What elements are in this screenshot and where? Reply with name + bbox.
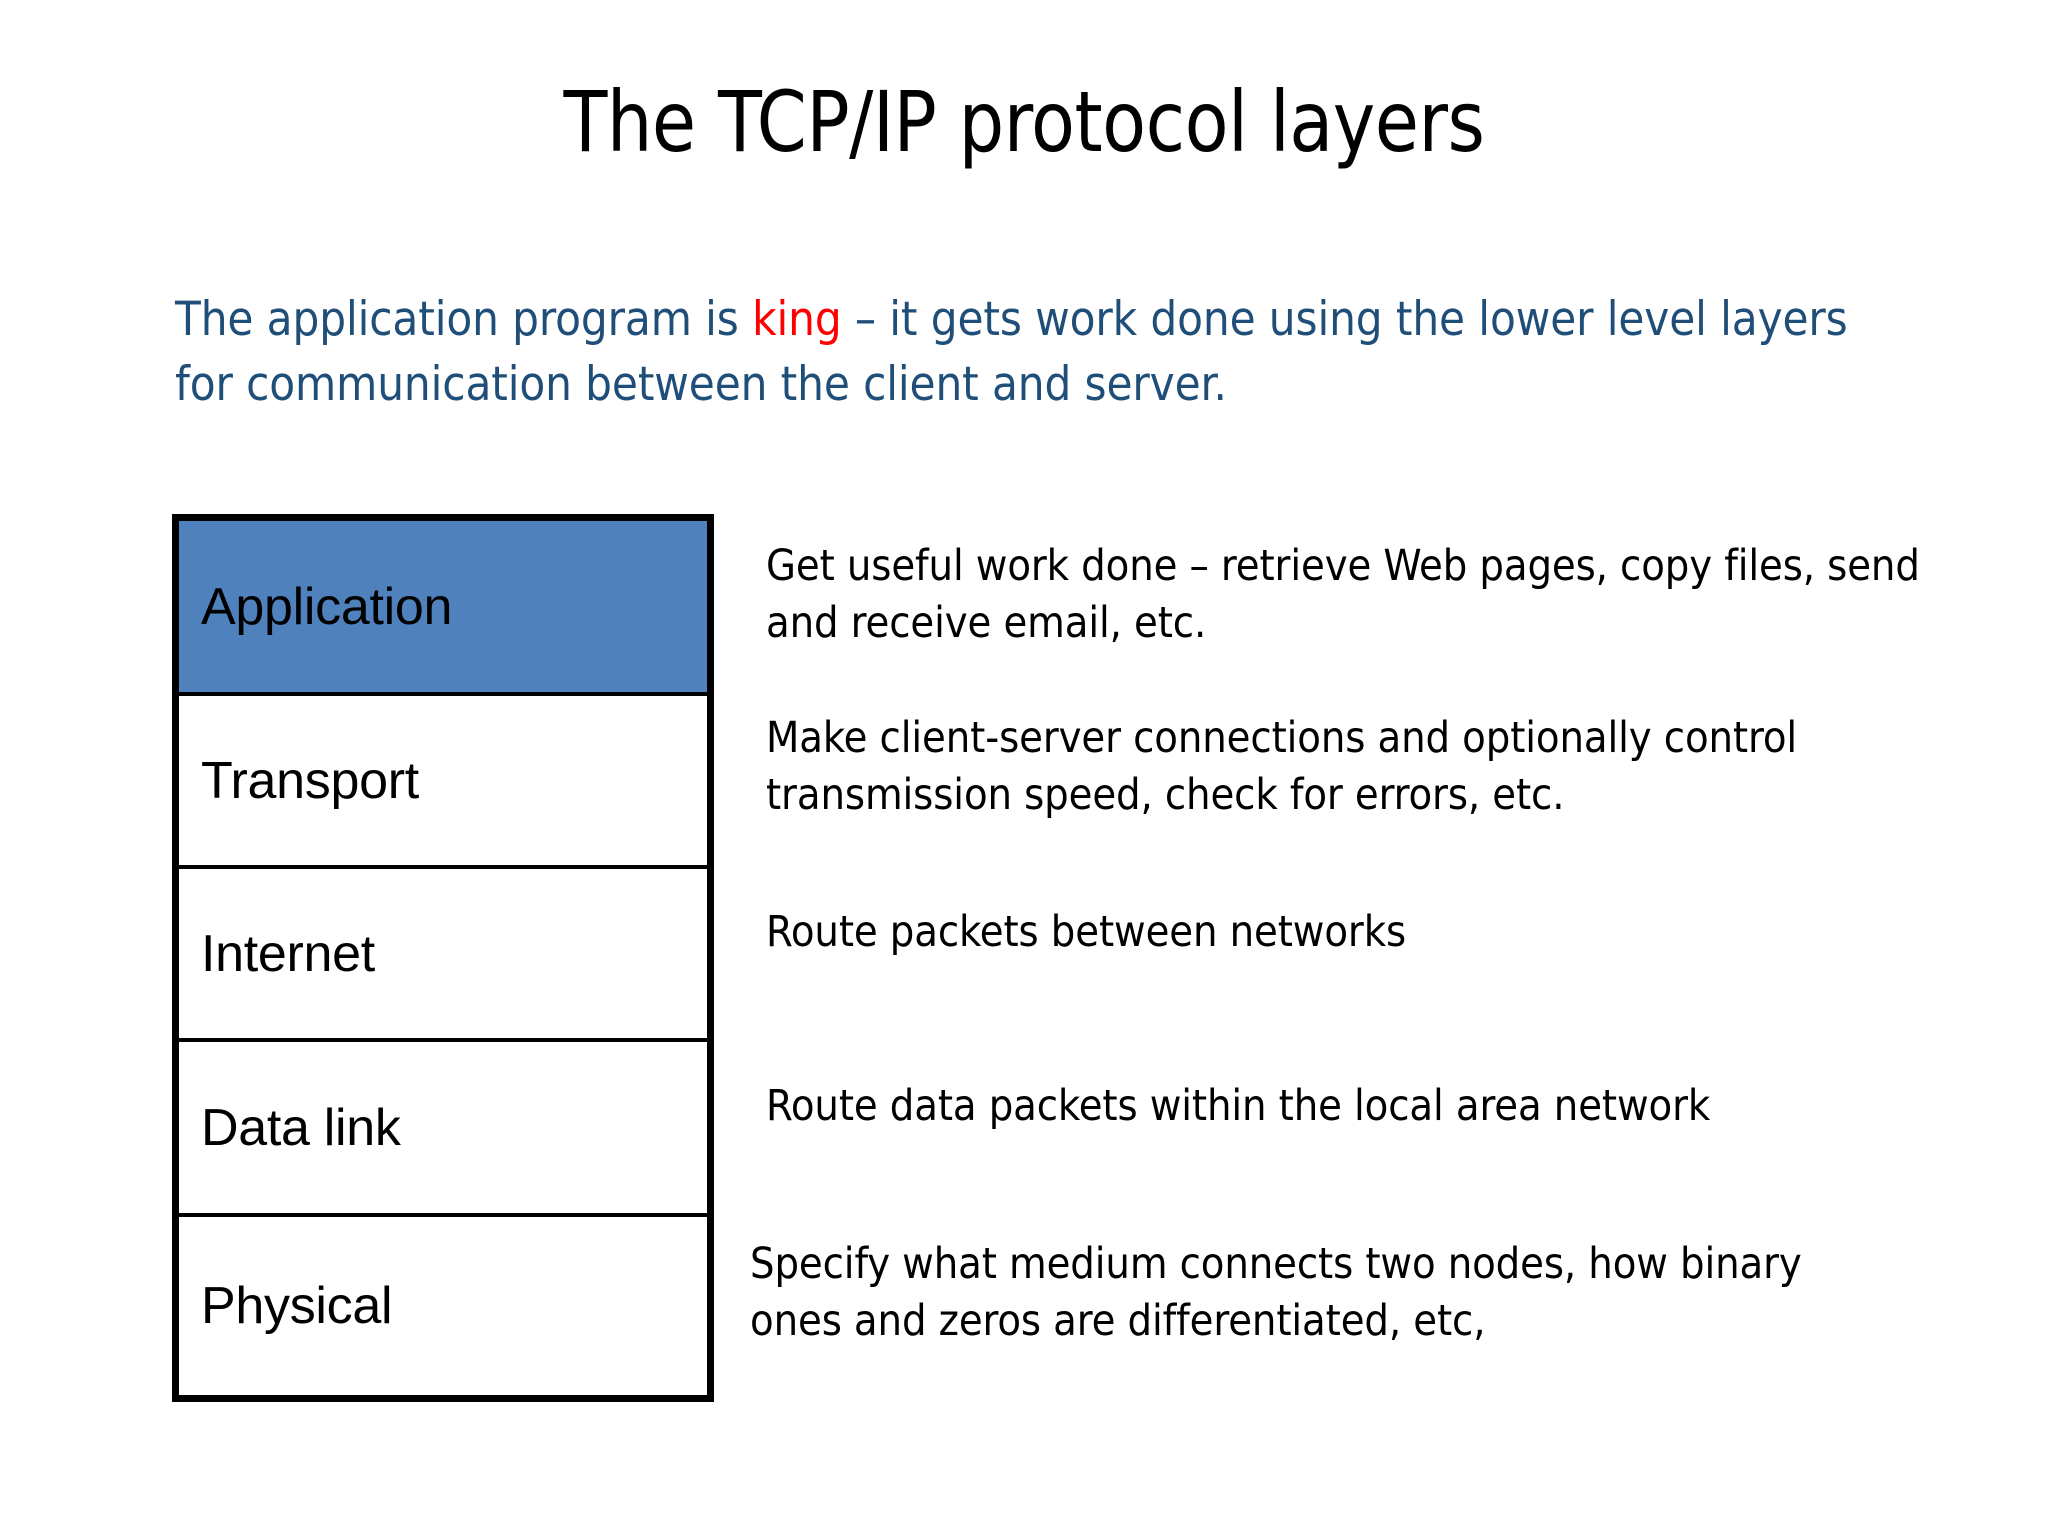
layer-label-data-link: Data link	[201, 1098, 401, 1157]
layer-label-internet: Internet	[201, 924, 375, 983]
layer-box-data-link[interactable]: Data link	[179, 1042, 707, 1217]
layer-description-transport: Make client-server connections and optio…	[766, 713, 1798, 821]
protocol-layer-stack: Application Transport Internet Data link…	[172, 514, 714, 1402]
subtitle-text-part-1: The application program is	[175, 292, 753, 347]
subtitle-highlight-word: king	[752, 292, 842, 347]
layer-label-transport: Transport	[201, 751, 419, 810]
layer-description-internet: Route packets between networks	[766, 907, 1407, 957]
layer-label-application: Application	[201, 577, 453, 636]
layer-description-data-link: Route data packets within the local area…	[766, 1081, 1711, 1131]
page-title: The TCP/IP protocol layers	[563, 73, 1485, 171]
layer-box-application[interactable]: Application	[179, 521, 707, 696]
subtitle-text-part-2: – it gets work done using the lower leve…	[175, 292, 1848, 412]
layer-label-physical: Physical	[201, 1277, 393, 1335]
layer-box-transport[interactable]: Transport	[179, 696, 707, 869]
layer-box-internet[interactable]: Internet	[179, 869, 707, 1042]
layer-description-physical: Specify what medium connects two nodes, …	[750, 1239, 1802, 1347]
layer-description-application: Get useful work done – retrieve Web page…	[766, 541, 1920, 649]
subtitle-paragraph: The application program is king – it get…	[175, 288, 1915, 418]
layer-box-physical[interactable]: Physical	[179, 1217, 707, 1395]
layer-descriptions: Get useful work done – retrieve Web page…	[742, 514, 1942, 1394]
